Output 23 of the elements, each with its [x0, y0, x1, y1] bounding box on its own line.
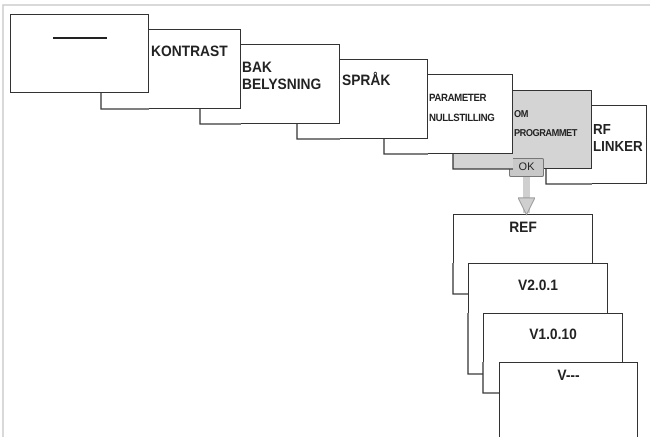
- menu-label: PARAMETER NULLSTILLING: [429, 91, 496, 126]
- menu-label: V2.0.1: [517, 277, 559, 294]
- menu-screen-box: [340, 59, 428, 139]
- menu-screen-box: [428, 74, 513, 154]
- menu-label: SPRÅK: [342, 72, 392, 90]
- menu-screen-box: [10, 14, 149, 93]
- menu-label: KONTRAST: [151, 43, 229, 60]
- info-screen-box: [468, 263, 608, 313]
- menu-label: RF LINKER: [593, 122, 643, 156]
- menu-label: BAK BELYSNING: [242, 59, 322, 94]
- menu-label: V---: [556, 367, 581, 384]
- info-screen-box: [483, 313, 623, 362]
- selected-menu-box: [513, 90, 592, 169]
- info-screen-box: [499, 362, 638, 437]
- ok-button: OK: [509, 158, 544, 177]
- info-screen-box: [453, 214, 593, 263]
- menu-label: OM PROGRAMMET: [514, 108, 578, 141]
- menu-screen-box: [149, 29, 241, 109]
- menu-screen-box: [241, 44, 340, 124]
- menu-screen-box: [592, 105, 647, 184]
- menu-label: REF: [508, 219, 538, 236]
- menu-label: V1.0.10: [528, 326, 578, 344]
- down-arrow: [518, 177, 536, 216]
